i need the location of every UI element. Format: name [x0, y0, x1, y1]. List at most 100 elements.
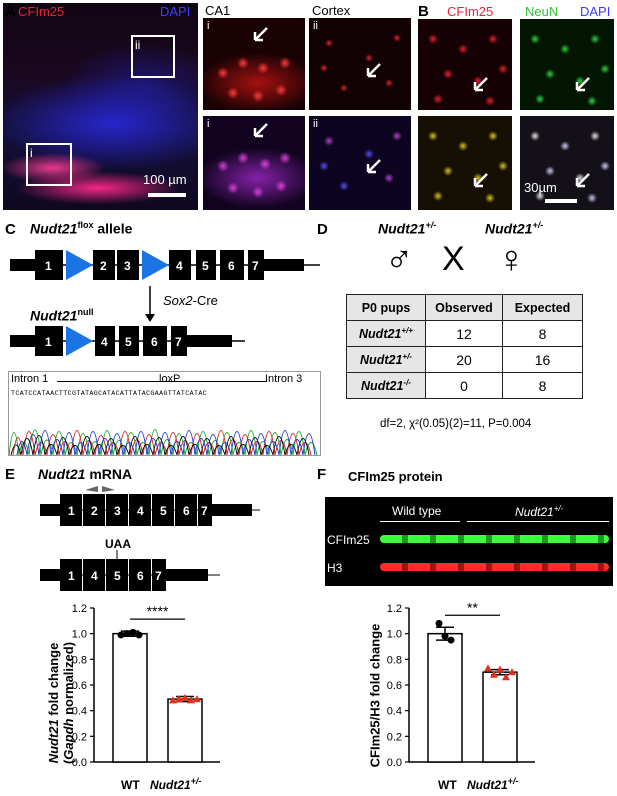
table-header-cell: P0 pups: [346, 294, 426, 321]
chart-e-point-mut: [187, 696, 195, 704]
genotype-cell: Nudt21+/+: [346, 320, 426, 347]
panel-e-mrna-diagram: 1 2 3 4 5 6 7 1 4 5 6 7: [40, 486, 260, 591]
mut-exon-label: 5: [114, 569, 121, 583]
loxp-triangle-icon: [142, 250, 169, 280]
chart-e-ylabel: Nudt21 fold change (Gapdh normalized): [46, 628, 76, 778]
cortex-merge-image: [309, 116, 411, 210]
mut-exon-label: 7: [155, 569, 162, 583]
blot-mut-label: Nudt21+/-: [515, 504, 563, 519]
mut-exon-label: 4: [91, 569, 98, 583]
loxp-triangle-icon: [66, 250, 93, 280]
cre-arrow-icon: [145, 286, 155, 322]
chart-e-ylabel2-gene: Gapdh: [61, 718, 76, 760]
band-label-cfim25: CFIm25: [327, 533, 370, 547]
arrow-icon: [473, 173, 488, 188]
wt-mrna: 1 2 3 4 5 6 7: [40, 486, 260, 526]
expected-cell: 8: [502, 372, 583, 399]
observed-cell: 0: [425, 372, 503, 399]
chromatogram-trace: [9, 429, 318, 455]
chart-f-point-mut: [484, 664, 492, 672]
chart-e-tick-label: 1.0: [72, 629, 87, 641]
cortex-merge-sublabel: ii: [313, 118, 318, 130]
chart-f-point-mut: [508, 668, 516, 676]
panel-a-arrows: [253, 27, 381, 174]
chart-f-point-wt: [435, 619, 443, 627]
band-label-h3: H3: [327, 561, 343, 575]
flox-exon-label: 1: [45, 259, 52, 273]
genotype-table: P0 pups Observed Expected Nudt21+/+ 12 8…: [346, 294, 583, 399]
null-exon-label: 7: [175, 335, 182, 349]
panel-b-red-image: [418, 19, 512, 110]
mrna-suffix: mRNA: [85, 466, 133, 482]
null-allele-title: Nudt21null: [30, 307, 93, 324]
flox-exon-label: 6: [228, 259, 235, 273]
flox-allele-diagram: 1 2 3 4 5 6 7: [10, 250, 320, 280]
mut-exon-label: 1: [68, 569, 75, 583]
roi-box-i-label: i: [30, 146, 33, 160]
h3-band: [380, 563, 609, 571]
chi-square-stats: df=2, χ²(0.05)(2)=11, P=0.004: [380, 418, 532, 430]
parent2-gene: Nudt21: [485, 220, 533, 237]
chart-e-tick-label: 0.0: [72, 757, 87, 769]
mut-exon-label: 6: [137, 569, 144, 583]
panel-a-stain-label: CFIm25: [18, 4, 64, 19]
null-exon-label: 6: [151, 335, 158, 349]
arrow-icon: [575, 173, 590, 188]
flox-exon-label: 7: [252, 259, 259, 273]
arrow-icon: [473, 77, 488, 92]
panel-b-stain-dapi: DAPI: [580, 4, 611, 19]
chart-f-tick-label: 0.6: [387, 680, 402, 692]
table-row: Nudt21-/- 0 8: [346, 372, 583, 399]
chart-f-point-mut: [490, 670, 498, 678]
seq-bracket: [57, 381, 267, 382]
wt-exon-label: 1: [68, 504, 75, 518]
null-gene: Nudt21: [30, 307, 78, 324]
wt-exon-label: 3: [114, 504, 121, 518]
chart-f-tick-label: 0.8: [387, 654, 402, 666]
genotype-gene: Nudt21: [359, 327, 402, 342]
panel-a-overview-image: [3, 3, 198, 210]
chart-e-significance-label: ****: [147, 603, 169, 619]
arrow-icon: [366, 63, 381, 78]
flox-exon-label: 3: [124, 259, 131, 273]
chart-e: 0.00.20.40.60.81.01.2****: [72, 603, 220, 769]
expected-cell: 8: [502, 320, 583, 347]
chart-e-ylabel-suffix: fold change: [46, 642, 61, 720]
male-symbol-icon: ♂: [385, 239, 414, 281]
ca1-merge-sublabel: i: [207, 118, 210, 130]
panel-b-stain-neun: NeuN: [525, 4, 559, 19]
scale-bar-100um-label: 100 µm: [143, 172, 187, 187]
null-allele-diagram: 1 4 5 6 7: [10, 326, 245, 356]
table-row: Nudt21+/- 20 16: [346, 346, 583, 373]
flox-suffix: allele: [93, 220, 133, 237]
null-sup: null: [77, 307, 94, 317]
genotype-cell: Nudt21+/-: [346, 346, 426, 373]
chart-e-point-wt: [135, 631, 143, 639]
wt-exon-label: 6: [183, 504, 190, 518]
cfim25-band: [380, 535, 609, 543]
panel-c-letter: C: [5, 221, 16, 238]
chart-e-point-wt: [123, 630, 131, 638]
panel-b-merge-rg-image: [418, 116, 512, 210]
chart-e-point-wt: [129, 628, 137, 636]
chart-e-xlabel-mut-gene: Nudt21: [150, 778, 191, 792]
chart-f-bar: [427, 632, 463, 763]
female-symbol-icon: ♀: [497, 239, 526, 281]
chart-e-tick-label: 0.4: [72, 706, 87, 718]
table-row: Nudt21+/+ 12 8: [346, 320, 583, 347]
cre-label: Sox2-Cre: [163, 293, 218, 308]
seq-intron3-label: Intron 3: [265, 373, 303, 385]
ca1-red-sublabel: i: [207, 20, 210, 32]
roi-box-ii: [131, 35, 175, 78]
genotype-sup: -/-: [403, 377, 411, 387]
parent1-sup: +/-: [425, 220, 437, 230]
arrow-icon: [253, 27, 268, 42]
panel-b-arrows: [473, 77, 590, 188]
chart-e-tick-label: 1.2: [72, 603, 87, 615]
mutant-mrna: 1 4 5 6 7: [40, 550, 220, 591]
chart-f-tick-label: 0.2: [387, 731, 402, 743]
stain-dapi-label: DAPI: [160, 4, 191, 19]
chart-f-xlabel-mut-gene: Nudt21: [467, 778, 508, 792]
parent2-sup: +/-: [532, 220, 544, 230]
expected-cell: 16: [502, 346, 583, 373]
